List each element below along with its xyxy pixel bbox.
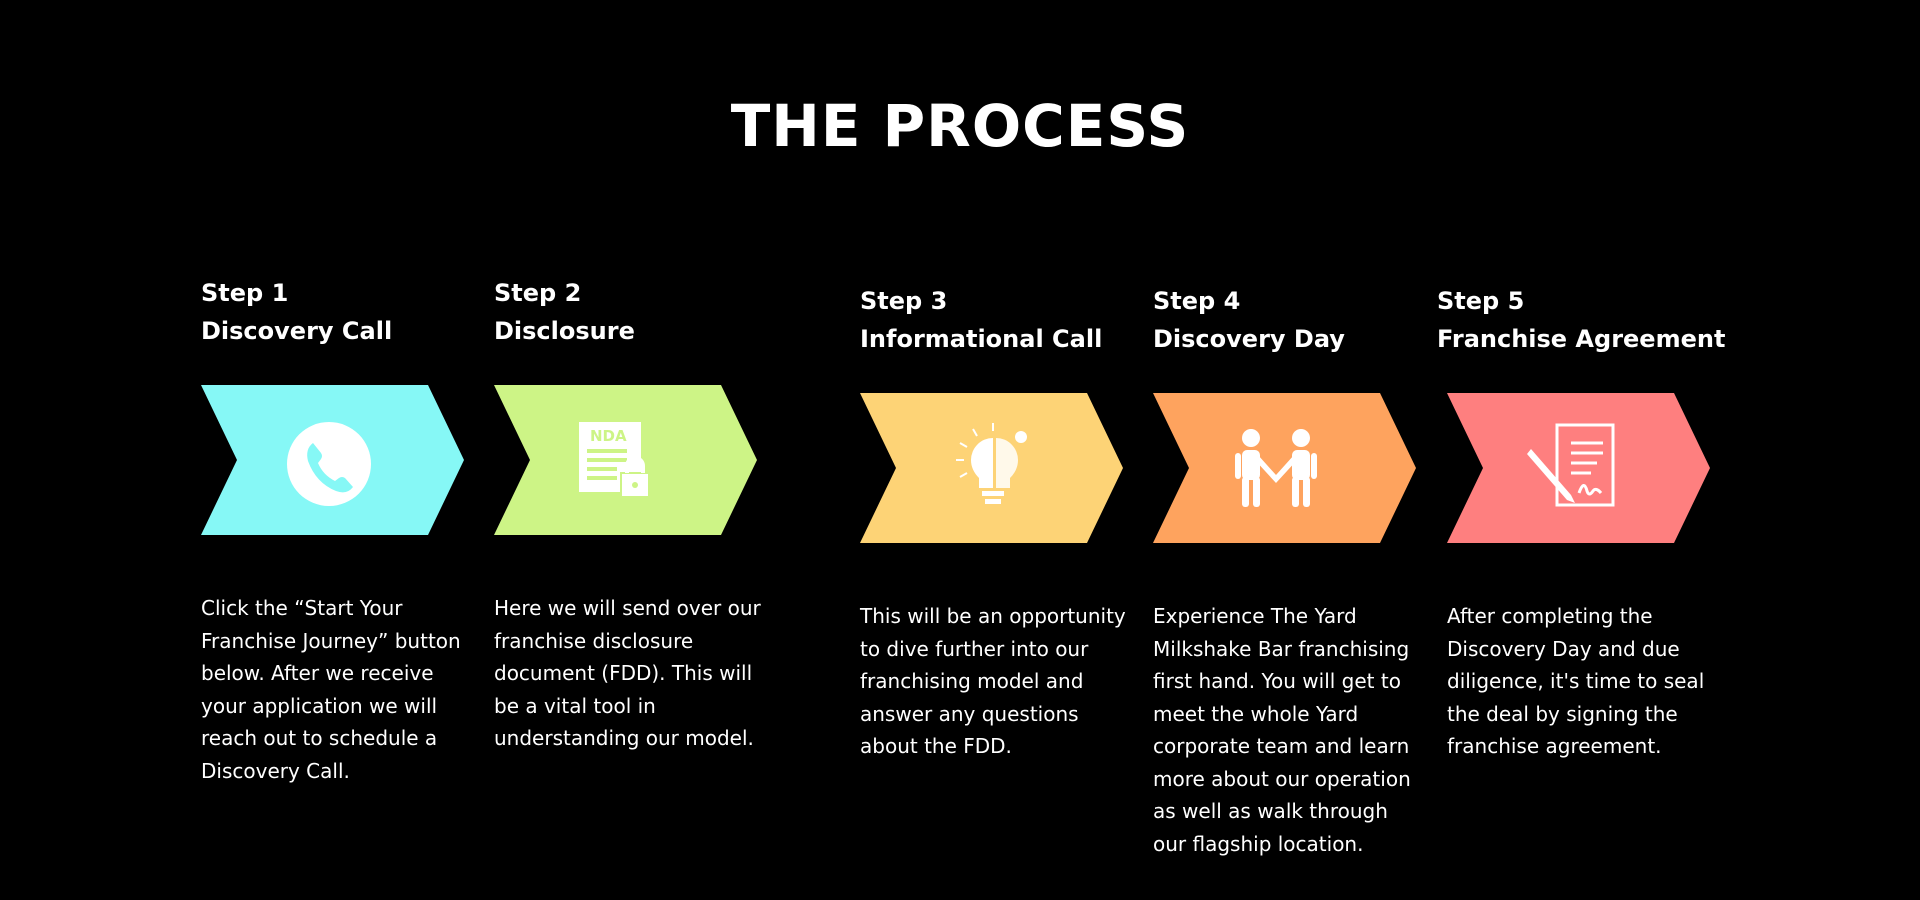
step-3-number: Step 3	[860, 287, 948, 315]
step-2-name: Disclosure	[494, 317, 635, 345]
step-4-heading: Step 4 Discovery Day	[1153, 282, 1463, 358]
step-2-number: Step 2	[494, 279, 582, 307]
step-5-chevron	[1447, 393, 1710, 543]
step-4-chevron	[1153, 393, 1416, 543]
step-2-chevron: NDA	[494, 385, 757, 535]
svg-text:NDA: NDA	[590, 427, 627, 445]
step-5-heading: Step 5 Franchise Agreement	[1437, 282, 1747, 358]
step-1-name: Discovery Call	[201, 317, 393, 345]
step-3-heading: Step 3 Informational Call	[860, 282, 1170, 358]
step-1-number: Step 1	[201, 279, 289, 307]
step-5-chevron-shape	[1447, 393, 1710, 543]
step-5-name: Franchise Agreement	[1437, 325, 1726, 353]
nda-document-icon: NDA	[579, 422, 650, 498]
lightbulb-puzzle-icon	[956, 423, 1027, 504]
step-5-description: After completing the Discovery Day and d…	[1447, 604, 1705, 758]
step-3-name: Informational Call	[860, 325, 1103, 353]
step-3-description: This will be an opportunity to dive furt…	[860, 604, 1126, 758]
step-4-number: Step 4	[1153, 287, 1241, 315]
step-2-heading: Step 2 Disclosure	[494, 274, 804, 350]
step-1-chevron	[201, 385, 464, 535]
signing-contract-icon	[1527, 423, 1615, 507]
phone-icon	[287, 422, 371, 506]
step-4-name: Discovery Day	[1153, 325, 1345, 353]
step-2-description: Here we will send over our franchise dis…	[494, 596, 761, 750]
step-4-description: Experience The Yard Milkshake Bar franch…	[1153, 604, 1411, 856]
page-title: THE PROCESS	[730, 92, 1190, 160]
step-5-number: Step 5	[1437, 287, 1525, 315]
step-1-heading: Step 1 Discovery Call	[201, 274, 511, 350]
handshake-people-icon	[1235, 429, 1317, 507]
step-1-description: Click the “Start Your Franchise Journey”…	[201, 596, 461, 783]
step-3-chevron	[860, 393, 1123, 543]
